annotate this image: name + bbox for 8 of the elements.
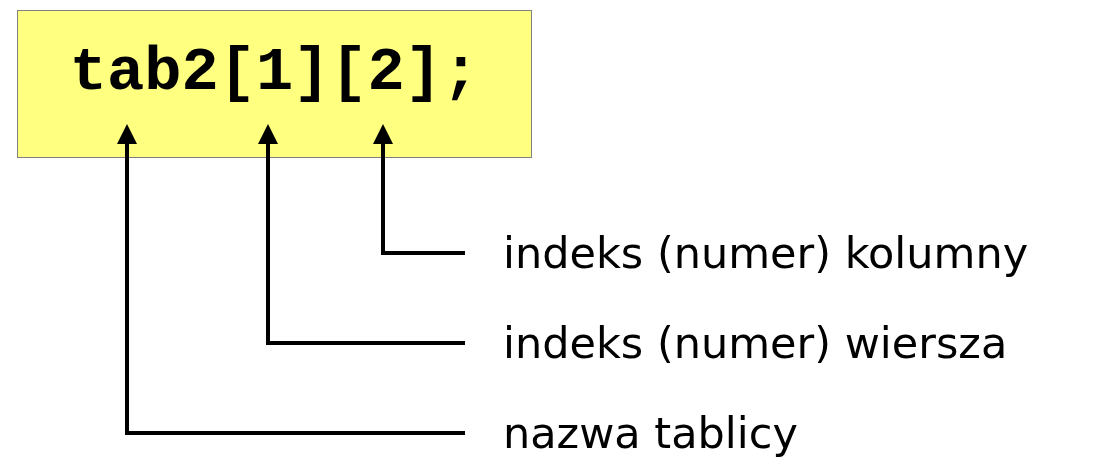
leader-arrow (117, 124, 465, 435)
leader-arrow (373, 124, 465, 255)
callout-label: indeks (numer) kolumny (503, 231, 1029, 275)
code-text: tab2[1][2]; (69, 42, 480, 110)
leader-arrow (258, 124, 465, 345)
callout-label: indeks (numer) wiersza (503, 321, 1008, 365)
code-box (17, 10, 532, 158)
callout-label: nazwa tablicy (503, 411, 798, 455)
